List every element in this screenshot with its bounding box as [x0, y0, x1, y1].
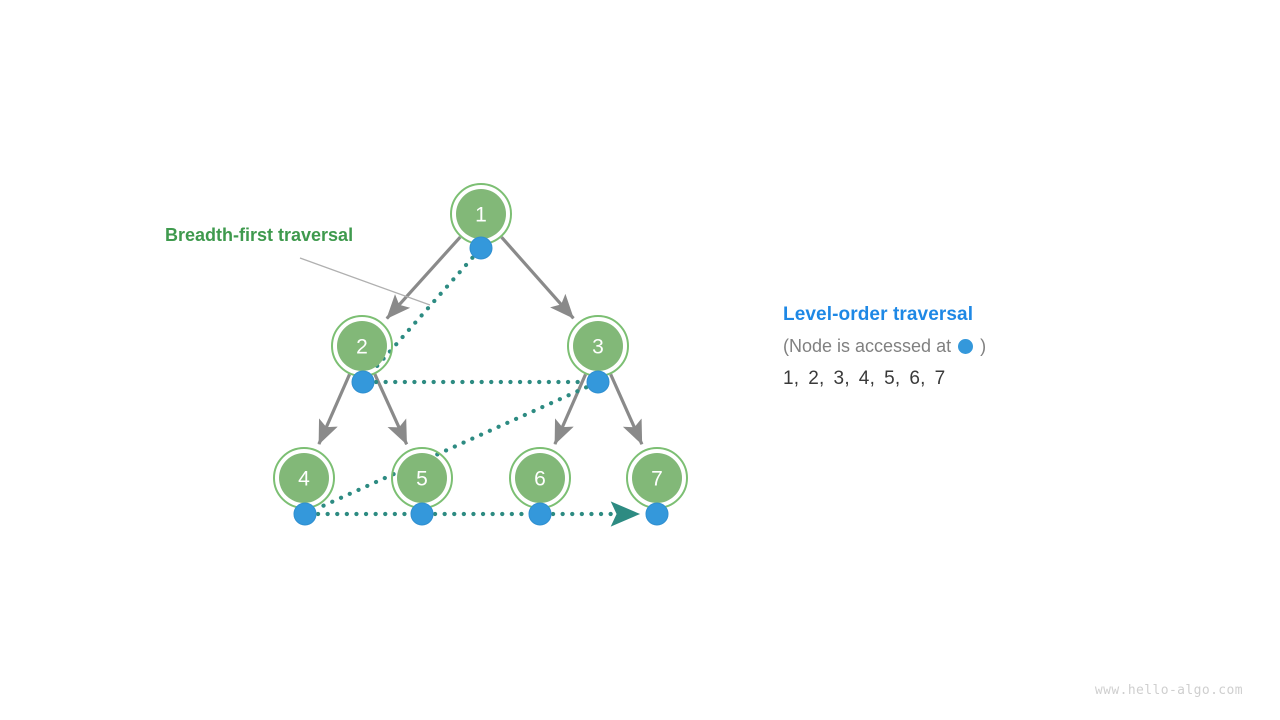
- bfs-annotation: Breadth-first traversal: [165, 225, 431, 306]
- sequence-value: 3: [833, 368, 845, 389]
- sequence-separator: ,: [793, 368, 800, 389]
- traversal-segment: [314, 385, 589, 511]
- visit-dot-icon: [958, 338, 974, 354]
- node-value: 5: [416, 468, 428, 491]
- node-circle: [456, 189, 506, 239]
- node-value: 2: [356, 336, 368, 359]
- visit-dot-2: [351, 370, 375, 394]
- tree-edge: [553, 373, 587, 445]
- tree-node-4[interactable]: 4: [273, 447, 335, 509]
- bfs-label: Breadth-first traversal: [165, 225, 353, 245]
- traversal-sequence: 1,2,3,4,5,6,7: [783, 367, 1203, 391]
- tree-edge: [317, 373, 351, 445]
- traversal-segment: [369, 255, 475, 375]
- visit-dot-1: [469, 236, 493, 260]
- sequence-value: 2: [808, 368, 820, 389]
- sequence-separator: ,: [894, 368, 901, 389]
- visit-dot-5: [410, 502, 434, 526]
- node-circle: [279, 453, 329, 503]
- visit-dot-4: [293, 502, 317, 526]
- sequence-value: 1: [783, 368, 794, 389]
- visit-dot-3: [586, 370, 610, 394]
- tree-node-7[interactable]: 7: [626, 447, 688, 509]
- tree-edge: [609, 373, 644, 445]
- node-value: 3: [592, 336, 604, 359]
- leader-line: [299, 257, 431, 306]
- tree-edge: [500, 236, 575, 320]
- sequence-separator: ,: [920, 368, 926, 389]
- tree-edges: [317, 235, 644, 445]
- sequence-separator: ,: [844, 368, 850, 389]
- tree-node-6[interactable]: 6: [509, 447, 571, 509]
- sequence-value: 7: [934, 368, 946, 389]
- tree-node-3[interactable]: 3: [567, 315, 629, 377]
- tree-node-1[interactable]: 1: [450, 183, 512, 245]
- sequence-separator: ,: [819, 368, 825, 389]
- traversal-path: [314, 255, 641, 527]
- node-circle: [337, 321, 387, 371]
- legend-subtitle: (Node is accessed at ): [783, 334, 1203, 358]
- sequence-value: 5: [884, 368, 895, 389]
- sequence-separator: ,: [869, 368, 876, 389]
- tree-nodes: 1 2 3 4 5 6 7: [273, 183, 688, 509]
- visit-dot-6: [528, 502, 552, 526]
- tree-edge: [385, 235, 462, 320]
- legend-subtitle-after: ): [980, 336, 987, 356]
- visit-dot-7: [645, 502, 669, 526]
- node-circle: [515, 453, 565, 503]
- node-value: 1: [475, 204, 487, 227]
- node-circle: [573, 321, 623, 371]
- site-watermark: www.hello-algo.com: [1094, 683, 1243, 698]
- tree-edge: [373, 373, 409, 445]
- legend-panel: Level-order traversal (Node is accessed …: [783, 303, 1203, 391]
- node-circle: [632, 453, 682, 503]
- tree-node-5[interactable]: 5: [391, 447, 453, 509]
- legend-subtitle-before: (Node is accessed at: [783, 336, 952, 356]
- sequence-value: 6: [909, 368, 921, 389]
- visit-dots: [293, 236, 669, 526]
- tree-node-2[interactable]: 2: [331, 315, 393, 377]
- sequence-value: 4: [858, 368, 870, 389]
- node-value: 7: [651, 468, 663, 491]
- node-circle: [397, 453, 447, 503]
- node-value: 6: [534, 468, 546, 491]
- node-value: 4: [298, 468, 310, 491]
- legend-title: Level-order traversal: [783, 304, 974, 325]
